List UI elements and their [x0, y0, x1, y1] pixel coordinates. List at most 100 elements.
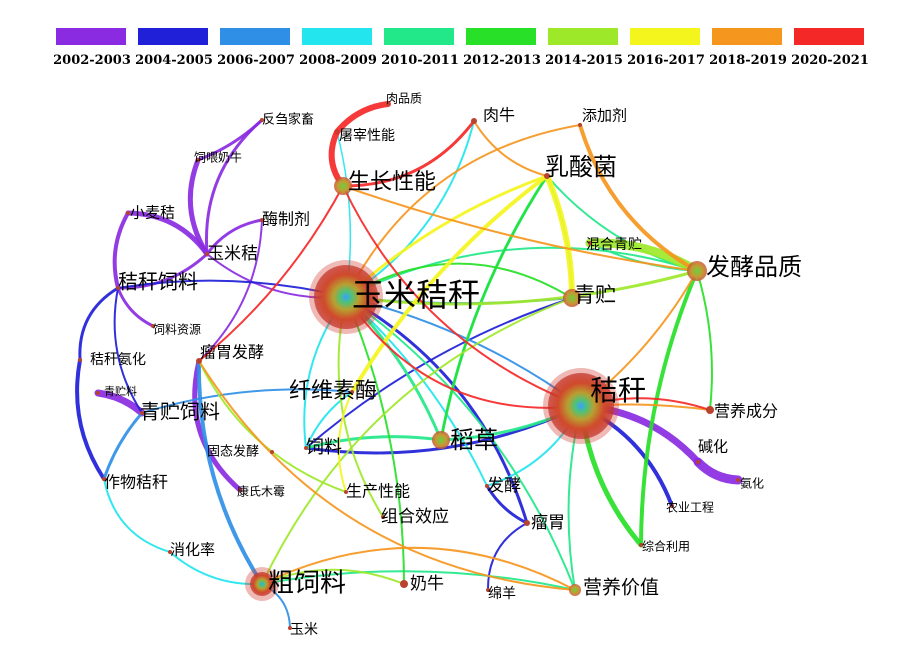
node-label-rumen: 瘤胃	[531, 513, 565, 533]
node-rumen[interactable]	[524, 520, 530, 526]
nodes	[78, 102, 740, 630]
node-combination[interactable]	[381, 515, 385, 519]
edge-cellulase-production	[337, 391, 353, 493]
edge-crop-stalk-digestibility	[103, 478, 171, 553]
edge-rumen-ferment-trichoderma	[192, 358, 243, 493]
node-label-stalk-feed: 秸秆饲料	[118, 270, 198, 294]
node-solid-ferment[interactable]	[270, 450, 274, 454]
node-rumen-ferment[interactable]	[196, 358, 202, 364]
node-label-mixed-silage: 混合青贮	[586, 237, 642, 253]
node-crop-stalk[interactable]	[102, 477, 106, 481]
node-slaughter[interactable]	[335, 130, 339, 134]
edge-corn-stalk-ferment-quality	[345, 246, 698, 298]
edge-corn-stalk-ferment-quality	[344, 269, 699, 306]
legend-swatch-2020-2021	[794, 28, 864, 45]
node-label-additive: 添加剂	[582, 107, 627, 125]
edge-ruminant-corn-stover	[204, 118, 264, 256]
legend-swatch-2002-2003	[56, 28, 126, 45]
node-sheep[interactable]	[486, 588, 490, 592]
node-comprehensive[interactable]	[639, 543, 643, 547]
edge-stalk-feed-silage-feed	[113, 287, 143, 414]
node-feed-cows[interactable]	[196, 158, 200, 162]
node-mixed-silage[interactable]	[588, 241, 592, 245]
edge-silage-roughage	[261, 297, 573, 585]
node-lactobacillus[interactable]	[544, 173, 550, 179]
node-additive[interactable]	[578, 123, 582, 127]
node-ferment-quality[interactable]	[687, 261, 707, 281]
node-feed-resource[interactable]	[151, 324, 155, 328]
node-label-silage-material: 青贮料	[104, 384, 137, 398]
node-rice-straw[interactable]	[432, 431, 450, 449]
node-wheat-straw[interactable]	[126, 211, 130, 215]
node-agri-eng[interactable]	[670, 504, 674, 508]
node-straw[interactable]	[548, 373, 614, 439]
edge-stalk-feed-stalk-ammonia	[78, 286, 120, 362]
node-silage-feed[interactable]	[140, 411, 144, 415]
node-alkali[interactable]	[696, 460, 700, 464]
edge-corn-stover-stalk-feed	[116, 252, 209, 290]
node-production[interactable]	[344, 490, 348, 494]
node-growth[interactable]	[334, 177, 352, 195]
node-label-crop-stalk: 作物秸秆	[104, 473, 168, 492]
edge-roughage-nutrition	[261, 546, 576, 591]
node-silage[interactable]	[563, 289, 581, 307]
edge-enzyme-agent-corn-stover	[205, 218, 264, 256]
node-corn-stalk[interactable]	[314, 265, 378, 329]
edge-growth-straw	[342, 185, 582, 407]
node-stalk-feed[interactable]	[116, 286, 120, 290]
node-label-agri-eng: 农业工程	[666, 500, 714, 515]
legend-label-2004-2005: 2004-2005	[135, 53, 213, 68]
edge-corn-stalk-additive	[345, 124, 581, 298]
node-label-corn: 玉米	[290, 622, 318, 638]
node-feed[interactable]	[304, 446, 308, 450]
edge-corn-stalk-nutrition	[345, 296, 576, 591]
node-label-feed-cows: 饲喂奶牛	[194, 150, 242, 165]
node-nutrients[interactable]	[706, 406, 714, 414]
node-silage-material[interactable]	[96, 391, 100, 395]
node-label-production: 生产性能	[346, 482, 410, 501]
legend-swatch-2008-2009	[302, 28, 372, 45]
node-label-digestibility: 消化率	[170, 541, 215, 559]
legend-label-2008-2009: 2008-2009	[299, 53, 377, 68]
node-label-corn-stalk: 玉米秸秆	[352, 276, 480, 314]
node-label-ruminant: 反刍家畜	[262, 112, 314, 128]
edge-lactobacillus-silage	[544, 173, 575, 301]
node-label-solid-ferment: 固态发酵	[207, 444, 259, 460]
legend-swatch-2004-2005	[138, 28, 208, 45]
node-label-nutrients: 营养成分	[714, 402, 778, 421]
node-nutrition[interactable]	[569, 584, 581, 596]
node-corn[interactable]	[288, 626, 292, 630]
node-trichoderma[interactable]	[238, 488, 242, 492]
node-beef-cattle[interactable]	[471, 118, 477, 124]
node-enzyme-agent[interactable]	[260, 218, 264, 222]
node-ammoniation[interactable]	[736, 478, 740, 482]
node-dairy-cow[interactable]	[400, 580, 408, 588]
node-digestibility[interactable]	[168, 550, 172, 554]
node-label-wheat-straw: 小麦秸	[130, 204, 175, 222]
edge-corn-stalk-straw	[345, 296, 582, 407]
legend-label-2016-2017: 2016-2017	[627, 53, 705, 68]
edge-silage-feed-silage-material	[94, 389, 146, 417]
node-ruminant[interactable]	[260, 118, 264, 122]
legend-label-2006-2007: 2006-2007	[217, 53, 295, 68]
legend-label-2020-2021: 2020-2021	[791, 53, 869, 68]
legend-label-2010-2011: 2010-2011	[381, 53, 459, 68]
edge-rumen-ferment-roughage	[196, 359, 264, 586]
node-corn-stover[interactable]	[205, 252, 209, 256]
node-cellulase[interactable]	[350, 390, 354, 394]
node-stalk-ammonia[interactable]	[78, 358, 82, 362]
node-label-silage-feed: 青贮饲料	[140, 400, 220, 424]
node-meat-quality[interactable]	[386, 102, 390, 106]
node-label-dairy-cow: 奶牛	[410, 574, 444, 594]
node-label-straw: 秸秆	[590, 374, 646, 407]
legend-label-2002-2003: 2002-2003	[53, 53, 131, 68]
edge-alkali-ammoniation	[693, 457, 743, 485]
node-label-comprehensive: 综合利用	[642, 539, 690, 554]
legend-swatch-2012-2013	[466, 28, 536, 45]
edge-rice-straw-feed	[304, 435, 443, 450]
node-roughage[interactable]	[250, 572, 274, 596]
edge-silage-feed-cellulase	[141, 388, 353, 414]
node-fermentation[interactable]	[485, 484, 489, 488]
